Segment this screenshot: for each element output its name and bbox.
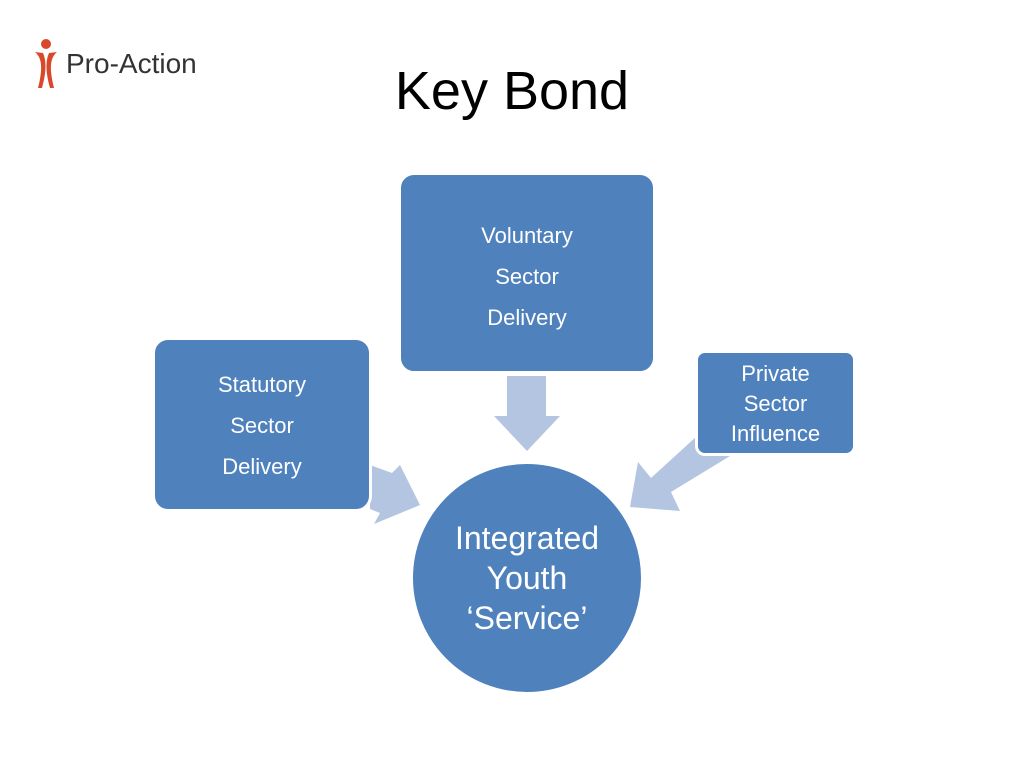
arrow-voluntary-to-hub	[494, 376, 560, 451]
node-label-line: Sector	[230, 413, 294, 438]
node-label-line: Private	[741, 361, 810, 386]
arrow-statutory-to-hub	[370, 465, 420, 524]
node-integrated-youth-service: Integrated Youth ‘Service’	[410, 461, 644, 695]
hub-label-line: ‘Service’	[466, 600, 588, 636]
pro-action-logo: Pro-Action	[30, 38, 197, 90]
node-label-line: Sector	[743, 391, 808, 416]
person-figure-icon	[35, 39, 57, 88]
hub-label-line: Youth	[486, 560, 568, 596]
node-label-line: Delivery	[487, 305, 567, 330]
node-label-line: Statutory	[217, 372, 307, 397]
logo-text: Pro-Action	[66, 48, 197, 79]
node-label-line: Sector	[495, 264, 559, 289]
slide-title: Key Bond	[394, 61, 630, 121]
node-statutory-sector-delivery: Statutory Sector Delivery	[152, 337, 372, 512]
node-label-line: Influence	[730, 421, 821, 446]
node-label-line: Voluntary	[481, 223, 573, 248]
node-label-line: Delivery	[222, 454, 302, 479]
hub-label-line: Integrated	[454, 520, 600, 556]
node-private-sector-influence: Private Sector Influence	[695, 350, 856, 456]
node-voluntary-sector-delivery: Voluntary Sector Delivery	[398, 172, 656, 374]
